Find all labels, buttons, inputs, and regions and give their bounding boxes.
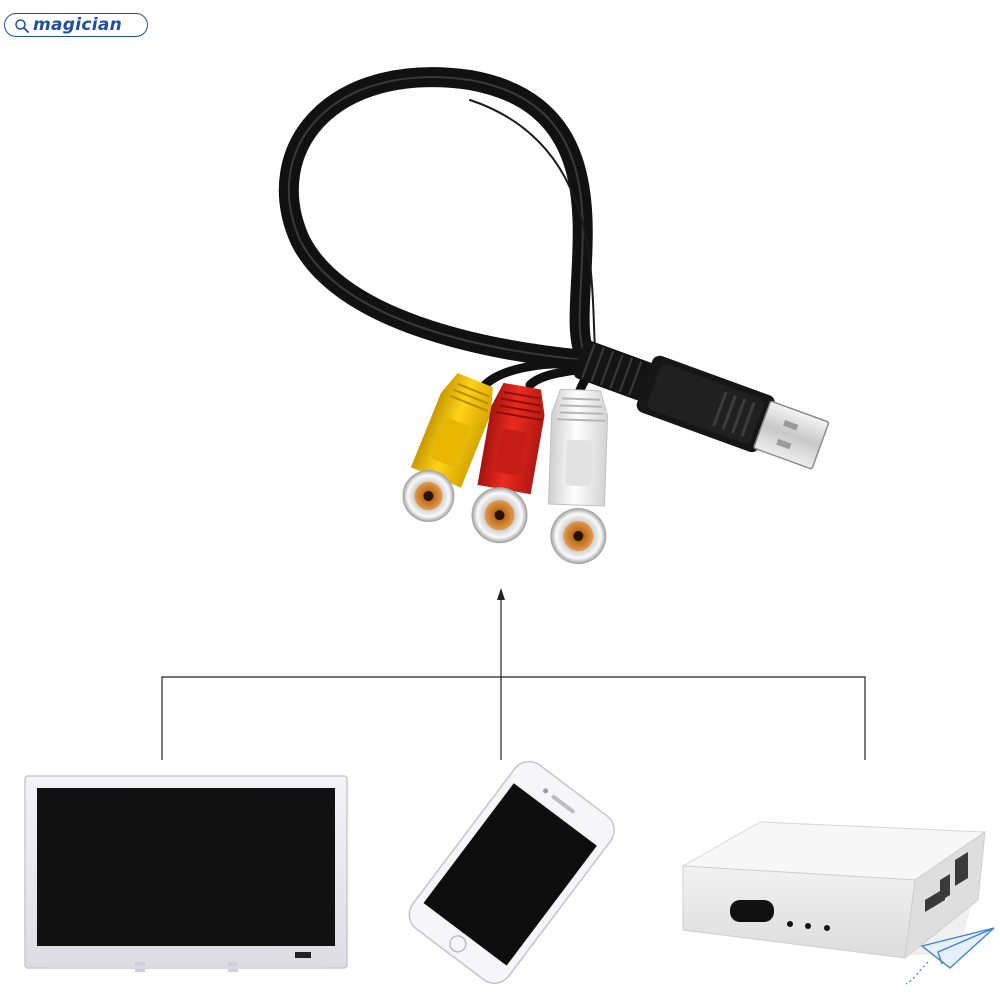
connection-diagram bbox=[161, 588, 866, 760]
logo-badge: magician bbox=[4, 13, 148, 37]
rca-plug-white bbox=[547, 388, 609, 565]
set-top-box-icon bbox=[681, 821, 987, 960]
cable-branch-yellow bbox=[480, 359, 595, 390]
magnifier-icon bbox=[15, 19, 29, 33]
rca-plug-yellow bbox=[402, 372, 493, 523]
cable bbox=[278, 67, 599, 400]
bracket-line bbox=[161, 676, 866, 760]
usb-connector bbox=[573, 340, 830, 470]
logo-text: magician bbox=[33, 15, 123, 35]
rca-plug-red bbox=[471, 382, 545, 544]
cable-loop bbox=[278, 67, 595, 370]
paper-plane-icon bbox=[905, 927, 995, 985]
tv-icon bbox=[24, 775, 348, 972]
arrow-head-icon bbox=[497, 588, 505, 600]
phone-icon bbox=[408, 760, 615, 984]
